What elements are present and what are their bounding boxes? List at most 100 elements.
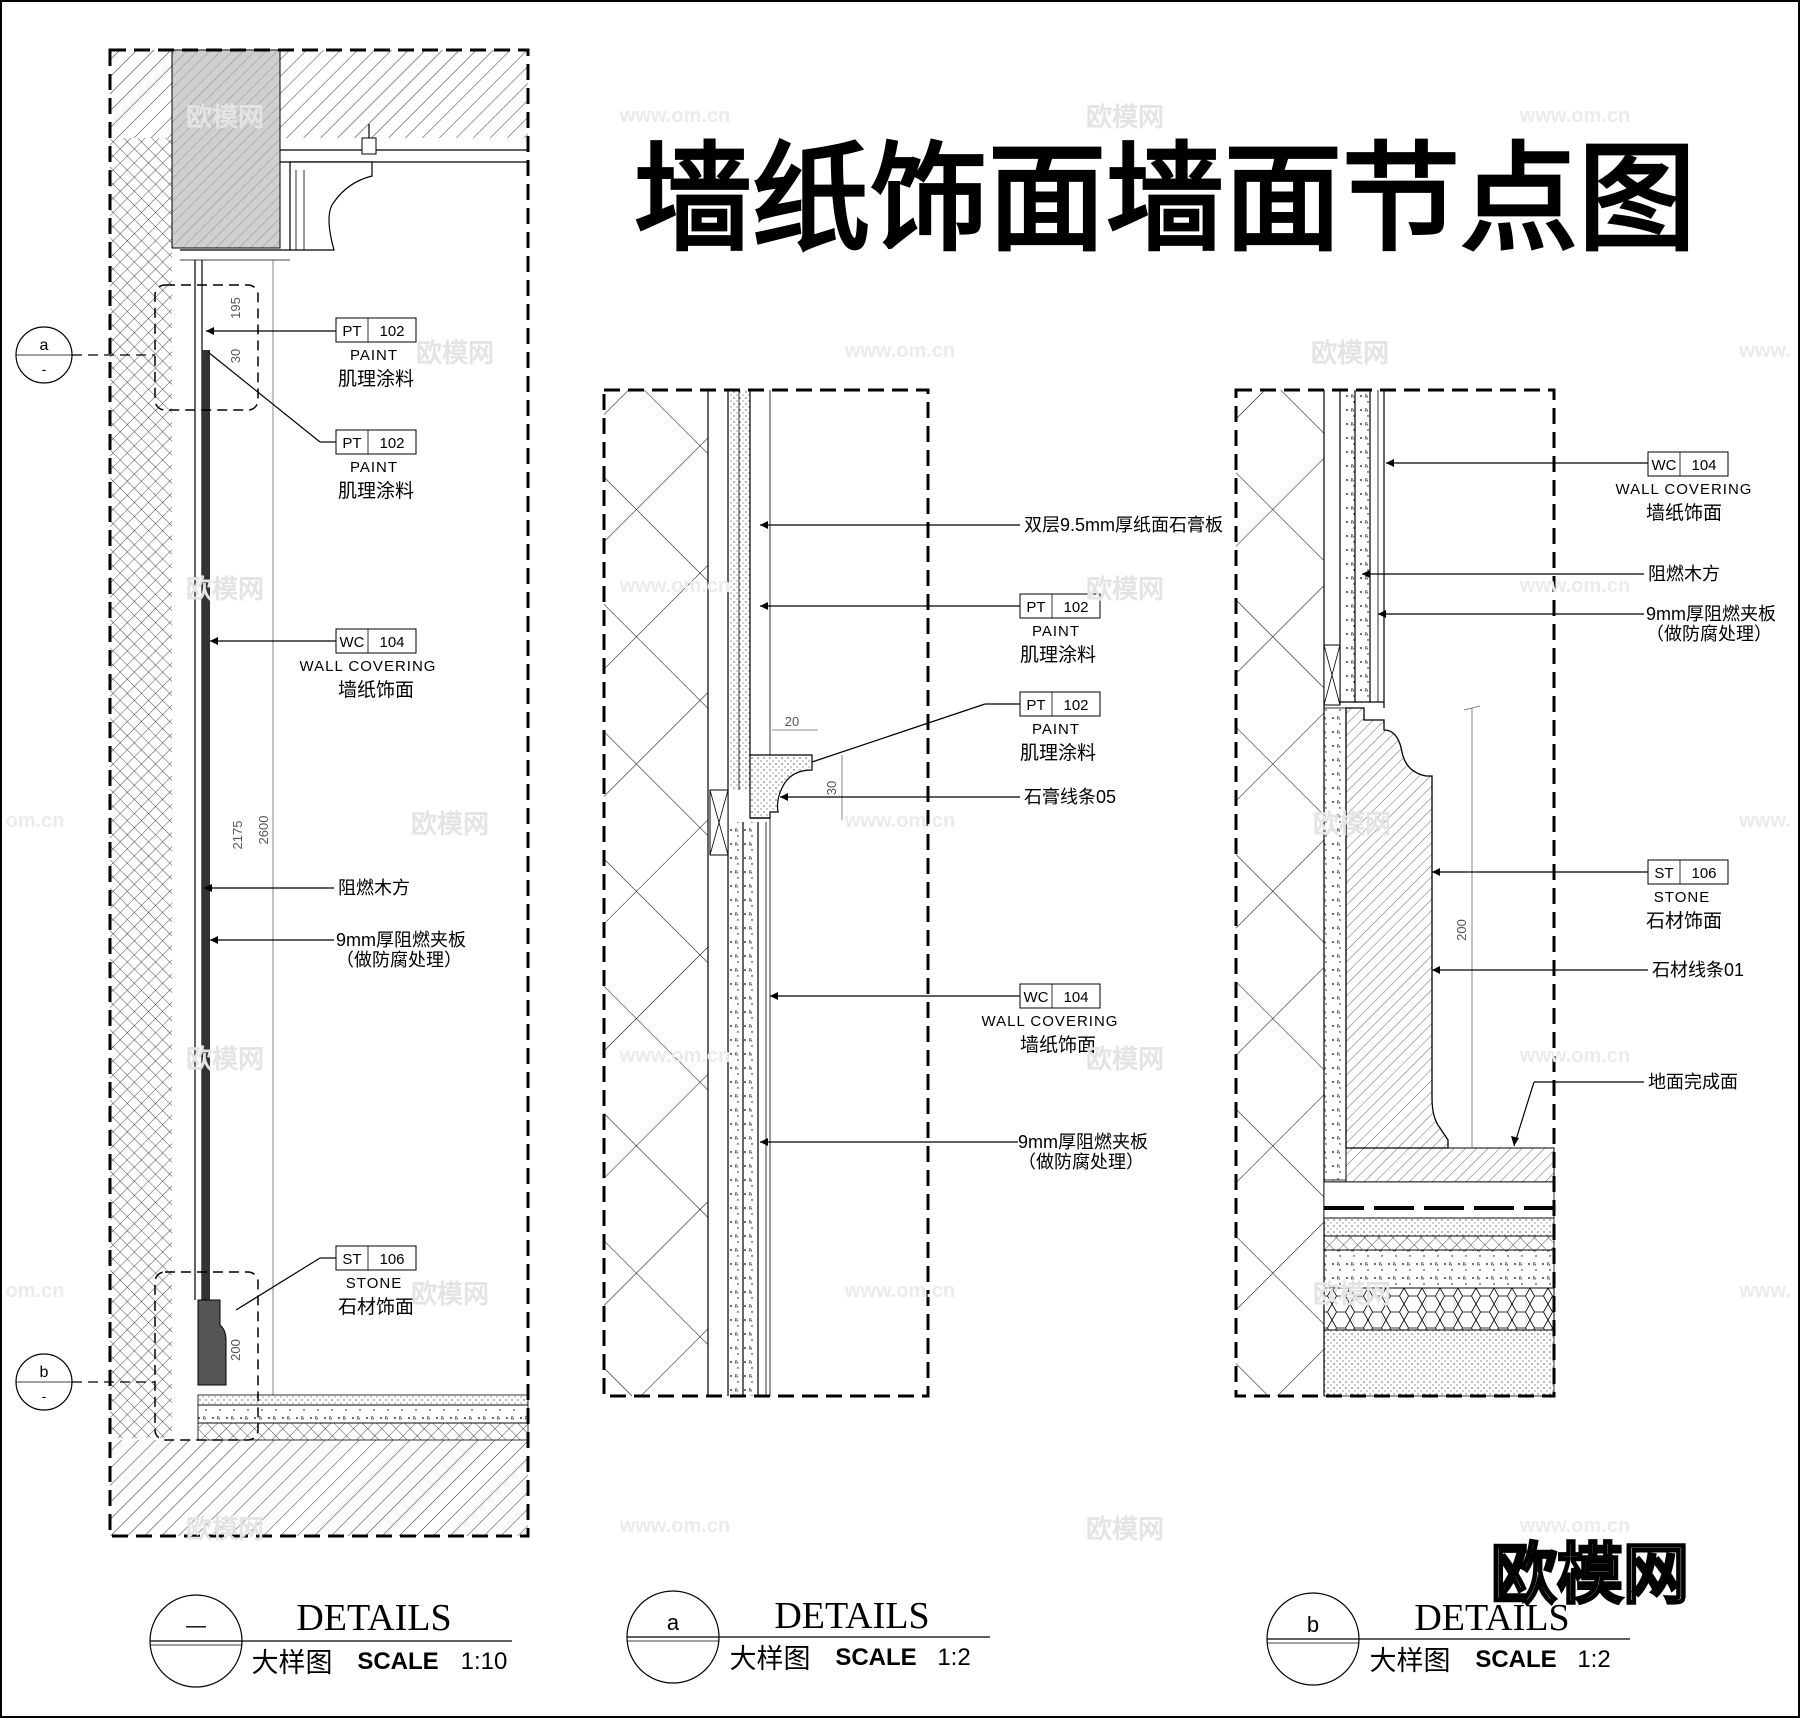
watermark-logo-big: 欧模网 (1491, 1537, 1689, 1611)
callout-b-sub: - (42, 1388, 47, 1404)
section-detail-b: 200 WC 104 WALL COVERING 墙纸饰面 阻燃木方 9mm厚阻… (1234, 388, 1776, 1398)
tag-paint-4: PT 102 PAINT 肌理涂料 (1019, 691, 1101, 764)
section-detail-a: 20 30 双层9.5mm厚纸面石膏板 PT 102 PAINT 肌理涂料 PT… (602, 388, 1223, 1398)
svg-text:www.om.cn: www.om.cn (1519, 105, 1630, 127)
svg-text:www.om.cn: www.om.cn (844, 340, 955, 362)
svg-text:PAINT: PAINT (1032, 623, 1080, 640)
svg-text:石材饰面: 石材饰面 (338, 1296, 414, 1318)
svg-text:106: 106 (1691, 865, 1716, 882)
svg-text:大样图: 大样图 (252, 1648, 333, 1678)
dim-2175: 2175 (230, 821, 245, 850)
watermarks: 欧模网 欧模网 欧模网 欧模网 欧模网 欧模网 欧模网 欧模网 欧模网 欧模网 … (6, 102, 1791, 1612)
label-plywood-3a: 9mm厚阻燃夹板 (1646, 604, 1776, 624)
tag-wallcovering-1: WC 104 WALL COVERING 墙纸饰面 (300, 628, 437, 701)
svg-text:肌理涂料: 肌理涂料 (1020, 742, 1096, 764)
svg-text:墙纸饰面: 墙纸饰面 (338, 679, 414, 701)
callout-a-letter: a (40, 337, 49, 354)
svg-text:www.om.cn: www.om.cn (1519, 1045, 1630, 1067)
svg-text:104: 104 (1691, 457, 1716, 474)
svg-text:PAINT: PAINT (1032, 721, 1080, 738)
callout-zone-a (154, 284, 259, 411)
svg-text:肌理涂料: 肌理涂料 (338, 368, 414, 390)
svg-text:欧模网: 欧模网 (411, 809, 489, 839)
label-fire-wood-1: 阻燃木方 (338, 878, 410, 898)
tag-wallcovering-2: WC 104 WALL COVERING 墙纸饰面 (982, 983, 1119, 1056)
svg-text:DETAILS: DETAILS (1414, 1597, 1569, 1639)
label-stone-moulding: 石材线条01 (1652, 960, 1744, 980)
svg-text:PAINT: PAINT (350, 459, 398, 476)
svg-text:www.om.cn: www.om.cn (619, 1045, 730, 1067)
svg-text:肌理涂料: 肌理涂料 (338, 480, 414, 502)
page-title: 墙纸饰面墙面节点图 (634, 135, 1696, 266)
svg-text:WC: WC (1652, 457, 1677, 474)
tag-paint-2: PT 102 PAINT 肌理涂料 (335, 429, 417, 502)
svg-text:PT: PT (1026, 697, 1045, 714)
svg-text:a: a (667, 1610, 680, 1635)
label-plywood-3b: （做防腐处理） (1646, 624, 1772, 644)
tag-stone-2: ST 106 STONE 石材饰面 (1646, 859, 1729, 932)
tag-wallcovering-3: WC 104 WALL COVERING 墙纸饰面 (1616, 451, 1753, 524)
tag-paint-3: PT 102 PAINT 肌理涂料 (1019, 593, 1101, 666)
dim-2600: 2600 (256, 816, 271, 845)
label-plywood-1a: 9mm厚阻燃夹板 (336, 930, 466, 950)
svg-text:www.om.cn: www.om.cn (619, 105, 730, 127)
svg-text:欧模网: 欧模网 (411, 1279, 489, 1309)
svg-text:欧模网: 欧模网 (1086, 1044, 1164, 1074)
svg-text:DETAILS: DETAILS (774, 1595, 929, 1637)
svg-text:STONE: STONE (1654, 889, 1710, 906)
floor-wood (1345, 1147, 1555, 1183)
floor-slab-hatch (110, 1440, 528, 1536)
svg-text:102: 102 (379, 323, 404, 340)
stone-skirting (197, 1299, 227, 1386)
svg-text:STONE: STONE (346, 1275, 402, 1292)
svg-text:1:2: 1:2 (937, 1644, 970, 1671)
label-plywood-2a: 9mm厚阻燃夹板 (1018, 1132, 1148, 1152)
svg-text:www.om.cn: www.om.cn (844, 810, 955, 832)
svg-text:WC: WC (1024, 989, 1049, 1006)
svg-text:102: 102 (1063, 697, 1088, 714)
svg-text:欧模网: 欧模网 (1086, 1514, 1164, 1544)
detail-title-2: a DETAILS 大样图 SCALE 1:2 (626, 1590, 990, 1684)
svg-text:106: 106 (379, 1251, 404, 1268)
svg-text:WALL COVERING: WALL COVERING (982, 1013, 1119, 1030)
detail-b-border (1234, 388, 1556, 1398)
svg-text:www.om.cn: www.om.cn (844, 1280, 955, 1302)
svg-text:欧模网: 欧模网 (1311, 338, 1389, 368)
svg-text:石材饰面: 石材饰面 (1646, 910, 1722, 932)
callout-zone-b (154, 1271, 259, 1441)
svg-text:欧模网: 欧模网 (186, 1514, 264, 1544)
svg-text:欧模网: 欧模网 (186, 1044, 264, 1074)
dim-30: 30 (228, 349, 243, 363)
section-overall: a - b - 195 30 2175 2600 200 PT 102 P (15, 48, 530, 1538)
svg-text:—: — (186, 1615, 206, 1637)
label-plywood-1b: （做防腐处理） (336, 950, 462, 970)
svg-text:1:10: 1:10 (461, 1648, 508, 1675)
svg-text:ST: ST (342, 1251, 361, 1268)
dim-195: 195 (228, 297, 243, 319)
svg-text:www.om.cn: www.om.cn (619, 1515, 730, 1537)
svg-text:PT: PT (342, 323, 361, 340)
gypsum-moulding (749, 754, 813, 819)
svg-text:www.om.cn: www.om.cn (1519, 575, 1630, 597)
svg-text:www.om.cn: www.om.cn (619, 575, 730, 597)
svg-text:PAINT: PAINT (350, 347, 398, 364)
svg-text:欧模网: 欧模网 (1313, 809, 1391, 839)
svg-text:WALL COVERING: WALL COVERING (1616, 481, 1753, 498)
svg-text:104: 104 (379, 634, 404, 651)
label-gypsum-moulding: 石膏线条05 (1024, 786, 1116, 807)
svg-text:WALL COVERING: WALL COVERING (300, 658, 437, 675)
svg-text:欧模网: 欧模网 (186, 102, 264, 132)
svg-text:SCALE: SCALE (1475, 1646, 1556, 1673)
svg-text:DETAILS: DETAILS (296, 1597, 451, 1639)
svg-text:大样图: 大样图 (1370, 1646, 1451, 1676)
callout-a-sub: - (42, 361, 47, 377)
svg-text:欧模网: 欧模网 (1086, 574, 1164, 604)
svg-text:PT: PT (1026, 599, 1045, 616)
svg-text:www.: www. (1738, 810, 1790, 832)
svg-text:欧模网: 欧模网 (186, 574, 264, 604)
label-fire-wood-2: 阻燃木方 (1648, 564, 1720, 584)
svg-text:104: 104 (1063, 989, 1088, 1006)
svg-text:www.om.cn: www.om.cn (1519, 1515, 1630, 1537)
svg-text:大样图: 大样图 (730, 1644, 811, 1674)
